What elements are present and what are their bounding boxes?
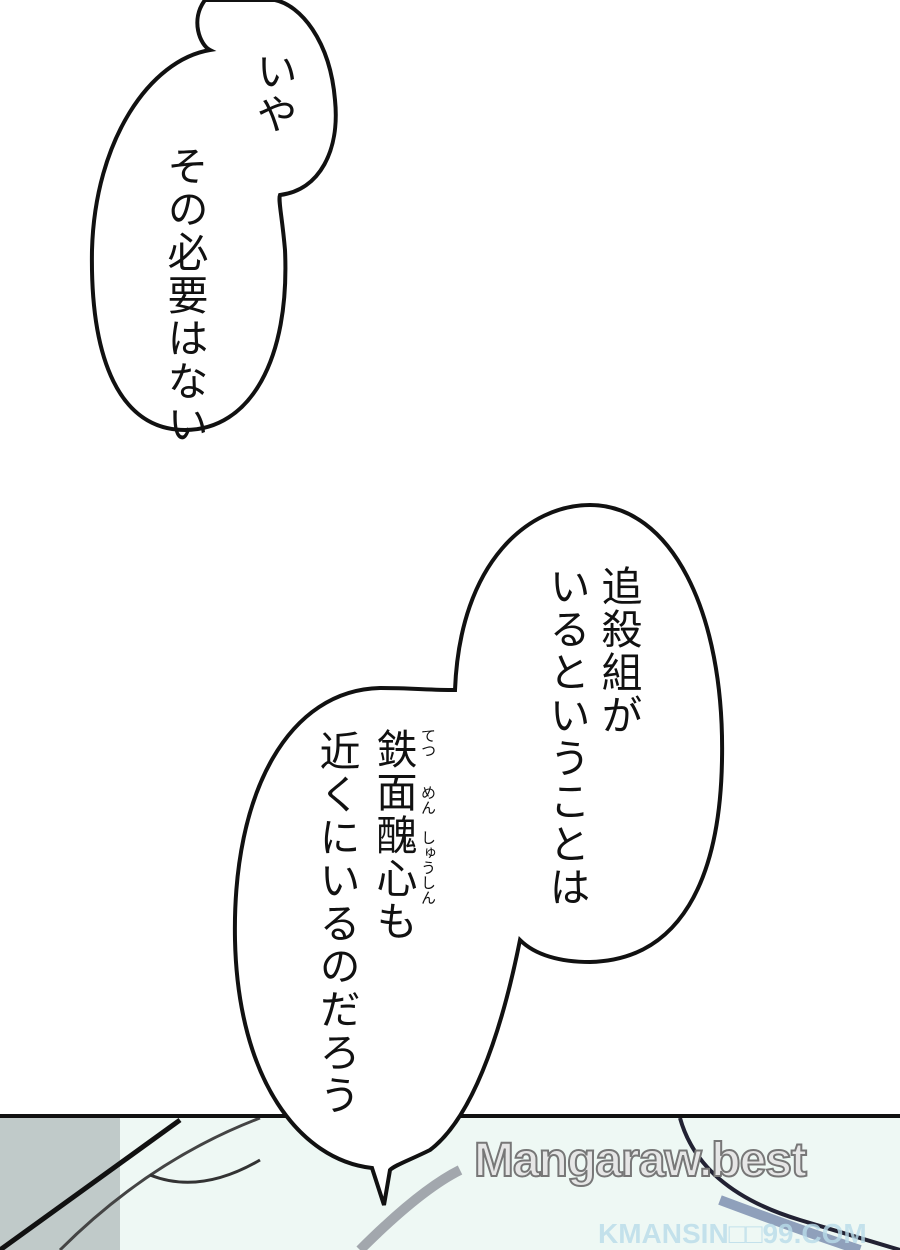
bubble-2-line-3: 鉄面醜心も — [369, 728, 417, 943]
bubble-2-line-4: 近くにいるのだろう — [312, 730, 360, 1117]
bottom-panel — [0, 1116, 900, 1250]
speech-bubble-1 — [89, 0, 338, 433]
bubble-2-line-2: いるということは — [542, 565, 590, 909]
ruby-tetsu: てつ — [419, 728, 437, 758]
ruby-men: めん — [419, 785, 437, 815]
bubble-1-line-1: いや — [249, 50, 297, 136]
watermark-secondary: KMANSIN□□99.COM — [598, 1218, 867, 1249]
watermark-primary: Mangaraw.best — [473, 1133, 808, 1188]
bubble-1-line-2: その必要はない — [160, 145, 208, 446]
bubble-2-line-1: 追殺組が — [594, 565, 642, 737]
ruby-shuushin: しゅうしん — [419, 830, 437, 905]
speech-bubble-2 — [232, 502, 725, 1206]
